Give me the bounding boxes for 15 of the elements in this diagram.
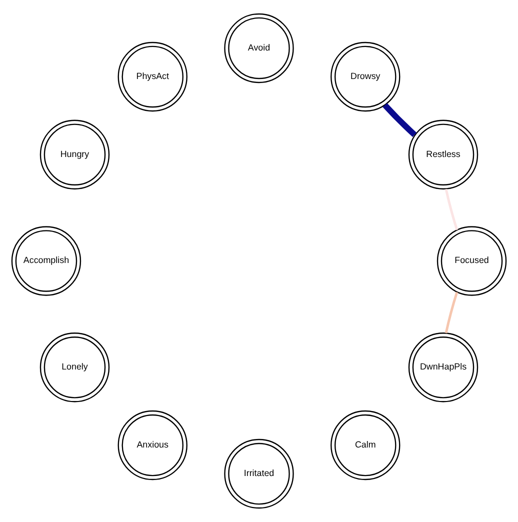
node-circle: PhysAct [118, 42, 188, 112]
node-circle: Restless [408, 120, 478, 190]
node-circle: Irritated [224, 438, 294, 509]
node-circle: Avoid [224, 13, 294, 84]
connector [444, 188, 458, 230]
node-circle: Lonely [40, 332, 110, 402]
node-circle: Anxious [118, 410, 188, 480]
node-circle: Drowsy [330, 42, 400, 112]
connector [382, 103, 417, 138]
node-circle: Accomplish [11, 226, 82, 296]
node-circle: Calm [330, 410, 400, 480]
connector [444, 292, 458, 334]
node-circle: Hungry [40, 120, 110, 190]
node-circle: Focused [436, 226, 507, 296]
node-circle: DwnHapPls [408, 332, 478, 402]
